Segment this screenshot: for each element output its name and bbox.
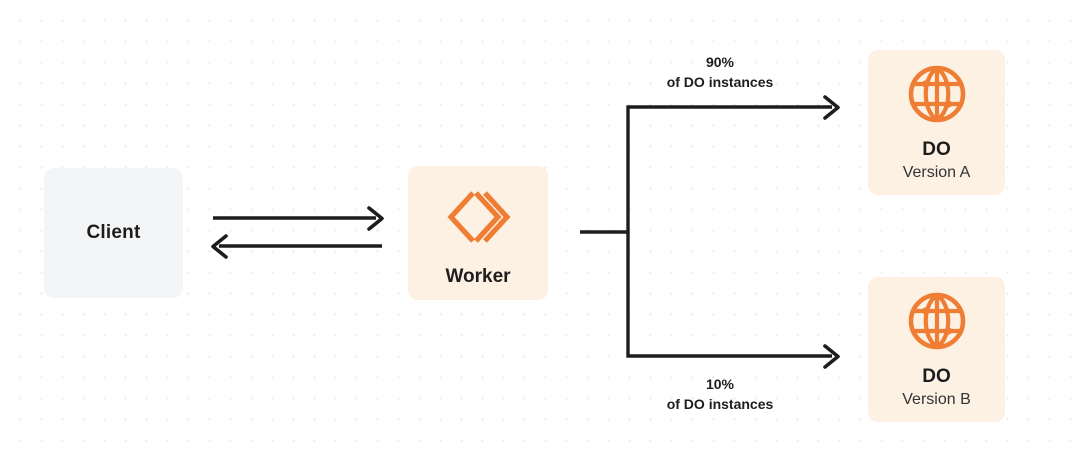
edge-label-do-a-percent: 90% <box>705 54 735 70</box>
edge-label-do-b-description: of DO instances <box>666 396 774 413</box>
edge-label-do-b-percent: 10% <box>705 376 735 392</box>
arrow-worker-to-do-b <box>626 344 840 369</box>
cloudflare-workers-logo-icon <box>445 184 511 250</box>
edge-label-do-b: 10% of DO instances <box>612 374 828 415</box>
arrow-worker-to-do-a <box>626 95 840 120</box>
globe-icon <box>906 290 968 352</box>
node-client-label: Client <box>86 222 141 243</box>
node-worker-label: Worker <box>445 266 511 287</box>
arrow-client-to-worker <box>213 206 384 231</box>
node-do-b-label: DO <box>922 366 951 387</box>
edge-label-do-a-description: of DO instances <box>666 74 774 91</box>
node-do-a-label: DO <box>922 139 951 160</box>
node-do-b-sublabel: Version B <box>902 391 971 408</box>
node-do-version-a[interactable]: DO Version A <box>868 50 1005 195</box>
edge-label-do-a: 90% of DO instances <box>612 52 828 93</box>
node-do-version-b[interactable]: DO Version B <box>868 277 1005 422</box>
node-worker[interactable]: Worker <box>408 166 548 300</box>
node-client[interactable]: Client <box>44 168 183 298</box>
arrow-worker-to-client <box>211 234 382 259</box>
node-do-a-sublabel: Version A <box>902 164 971 181</box>
globe-icon <box>906 63 968 125</box>
connector-worker-split <box>580 105 630 358</box>
